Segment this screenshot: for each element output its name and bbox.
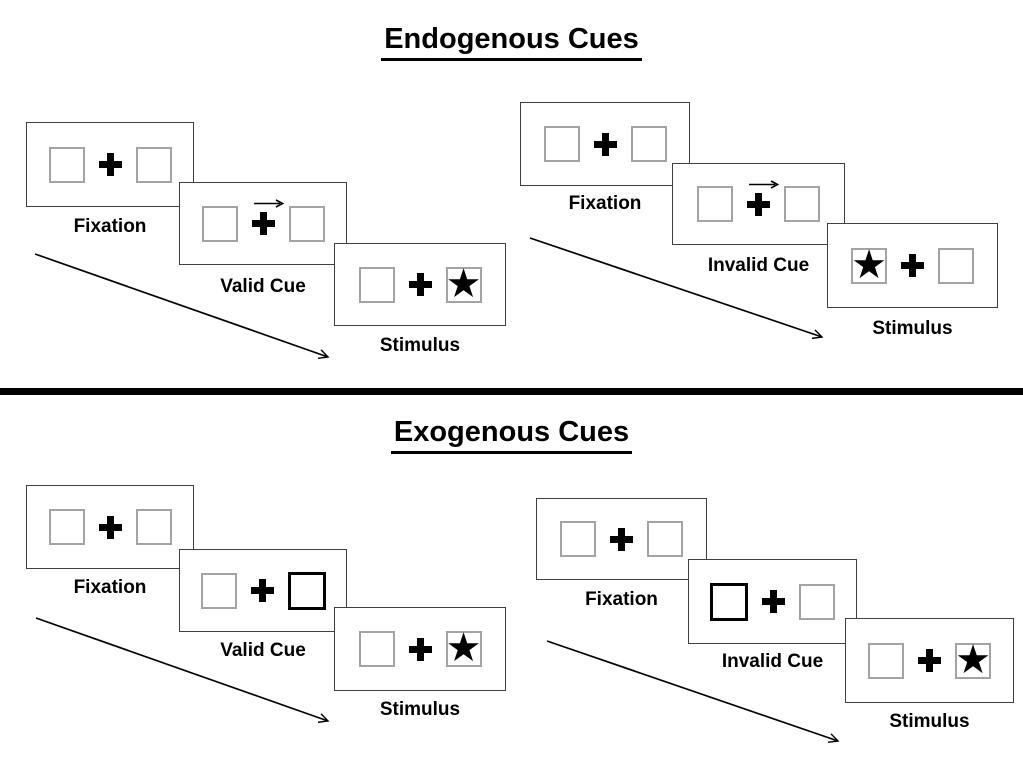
cue-arrow-icon — [253, 199, 284, 208]
frame-fixation — [536, 498, 707, 580]
star-icon: ★ — [445, 626, 482, 670]
fixation-cross-icon — [98, 515, 122, 539]
left-location-box — [543, 126, 580, 162]
frame-label: Stimulus — [379, 335, 461, 356]
frame-fixation — [26, 485, 194, 569]
frame-label: Invalid Cue — [721, 651, 824, 672]
frame-stimulus: ★ — [827, 223, 998, 308]
frame-label: Fixation — [73, 216, 147, 237]
timeline-arrow-icon — [35, 617, 328, 721]
frame-label: Stimulus — [872, 318, 953, 339]
fixation-cross-icon — [408, 273, 432, 296]
right-location-box — [135, 146, 172, 183]
fixation-cross-icon — [593, 132, 617, 156]
fixation-cross-icon — [610, 527, 633, 551]
frame-stimulus: ★ — [845, 618, 1014, 703]
left-location-box — [358, 631, 395, 667]
left-location-box: ★ — [851, 242, 887, 287]
right-location-box — [784, 186, 820, 222]
right-location-box: ★ — [955, 637, 991, 682]
timeline-arrow-icon — [546, 640, 838, 741]
left-location-box — [201, 205, 238, 242]
left-location-box — [48, 146, 85, 183]
frame-label: Valid Cue — [220, 640, 306, 661]
star-icon: ★ — [851, 242, 887, 287]
fixation-cross-icon — [251, 199, 284, 235]
left-location-box — [697, 186, 733, 222]
fixation-cross-icon — [918, 649, 941, 672]
frame-invalid-cue — [688, 559, 857, 644]
frame-stimulus: ★ — [334, 243, 506, 326]
left-location-box — [868, 642, 904, 679]
right-location-box — [938, 247, 974, 284]
fixation-cross-icon — [747, 179, 779, 216]
fixation-cross-icon — [250, 579, 274, 602]
frame-valid-cue — [179, 549, 347, 632]
cue-highlight-box — [710, 582, 748, 621]
frame-fixation — [520, 102, 690, 186]
frame-label: Stimulus — [379, 699, 461, 720]
right-location-box — [630, 126, 667, 162]
timeline-arrow-icon — [34, 253, 328, 357]
star-icon: ★ — [445, 261, 482, 306]
left-location-box — [48, 509, 85, 545]
frame-fixation — [26, 122, 194, 207]
left-location-box — [358, 266, 395, 303]
section-divider — [0, 388, 1023, 395]
fixation-cross-icon — [408, 637, 432, 661]
right-location-box: ★ — [445, 261, 482, 306]
right-location-box — [799, 583, 835, 620]
section-title-text: Endogenous Cues — [381, 23, 642, 61]
frame-invalid-cue — [672, 163, 845, 245]
frame-label: Valid Cue — [220, 276, 306, 297]
frame-label: Stimulus — [889, 711, 970, 732]
star-icon: ★ — [955, 637, 991, 682]
section-title-endogenous: Endogenous Cues — [0, 23, 1023, 61]
right-location-box — [135, 509, 172, 545]
right-location-box: ★ — [445, 626, 482, 670]
right-location-box — [288, 205, 325, 242]
section-title-exogenous: Exogenous Cues — [0, 416, 1023, 454]
timeline-arrow-icon — [529, 237, 822, 337]
section-title-text: Exogenous Cues — [390, 416, 633, 454]
left-location-box — [560, 521, 596, 557]
frame-label: Fixation — [585, 589, 658, 610]
left-location-box — [200, 572, 237, 609]
frame-label: Fixation — [568, 193, 642, 214]
frame-label: Fixation — [73, 577, 147, 598]
cue-arrow-icon — [749, 179, 779, 189]
fixation-cross-icon — [98, 153, 122, 176]
frame-label: Invalid Cue — [707, 255, 810, 276]
frame-valid-cue — [179, 182, 347, 265]
cue-highlight-box — [287, 571, 326, 610]
right-location-box — [647, 521, 683, 557]
fixation-cross-icon — [762, 590, 785, 613]
fixation-cross-icon — [901, 254, 924, 277]
frame-stimulus: ★ — [334, 607, 506, 691]
